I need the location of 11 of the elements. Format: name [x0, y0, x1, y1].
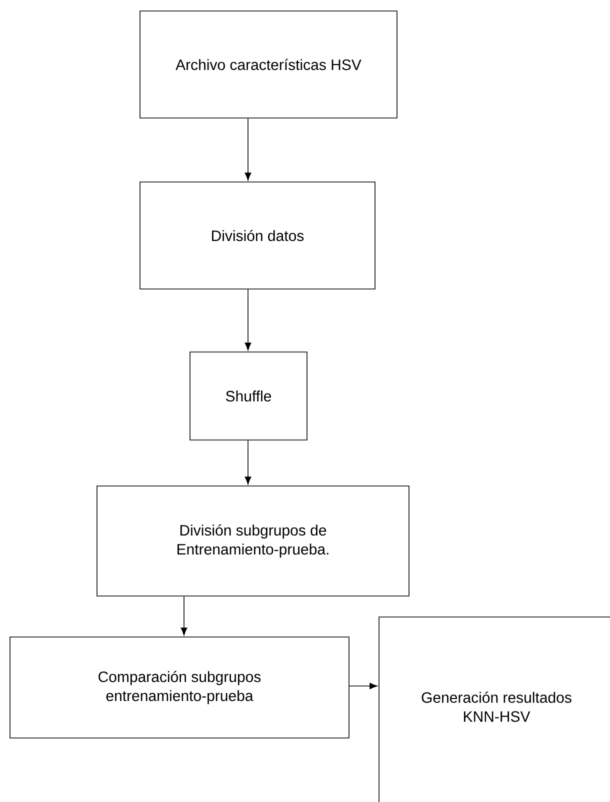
- process-box: Generación resultados KNN-HSV: [378, 616, 610, 802]
- process-box: División subgrupos de Entrenamiento-prueba.: [96, 486, 410, 596]
- process-box: Comparación subgrupos entrenamiento-prueba: [10, 636, 350, 738]
- arrow: [349, 682, 378, 690]
- arrow: [180, 596, 188, 636]
- arrow: [244, 118, 252, 180]
- arrow: [244, 440, 252, 484]
- process-box: Shuffle: [190, 352, 308, 440]
- process-box: División datos: [140, 182, 376, 290]
- process-box: Archivo características HSV: [140, 10, 398, 118]
- arrow: [244, 289, 252, 350]
